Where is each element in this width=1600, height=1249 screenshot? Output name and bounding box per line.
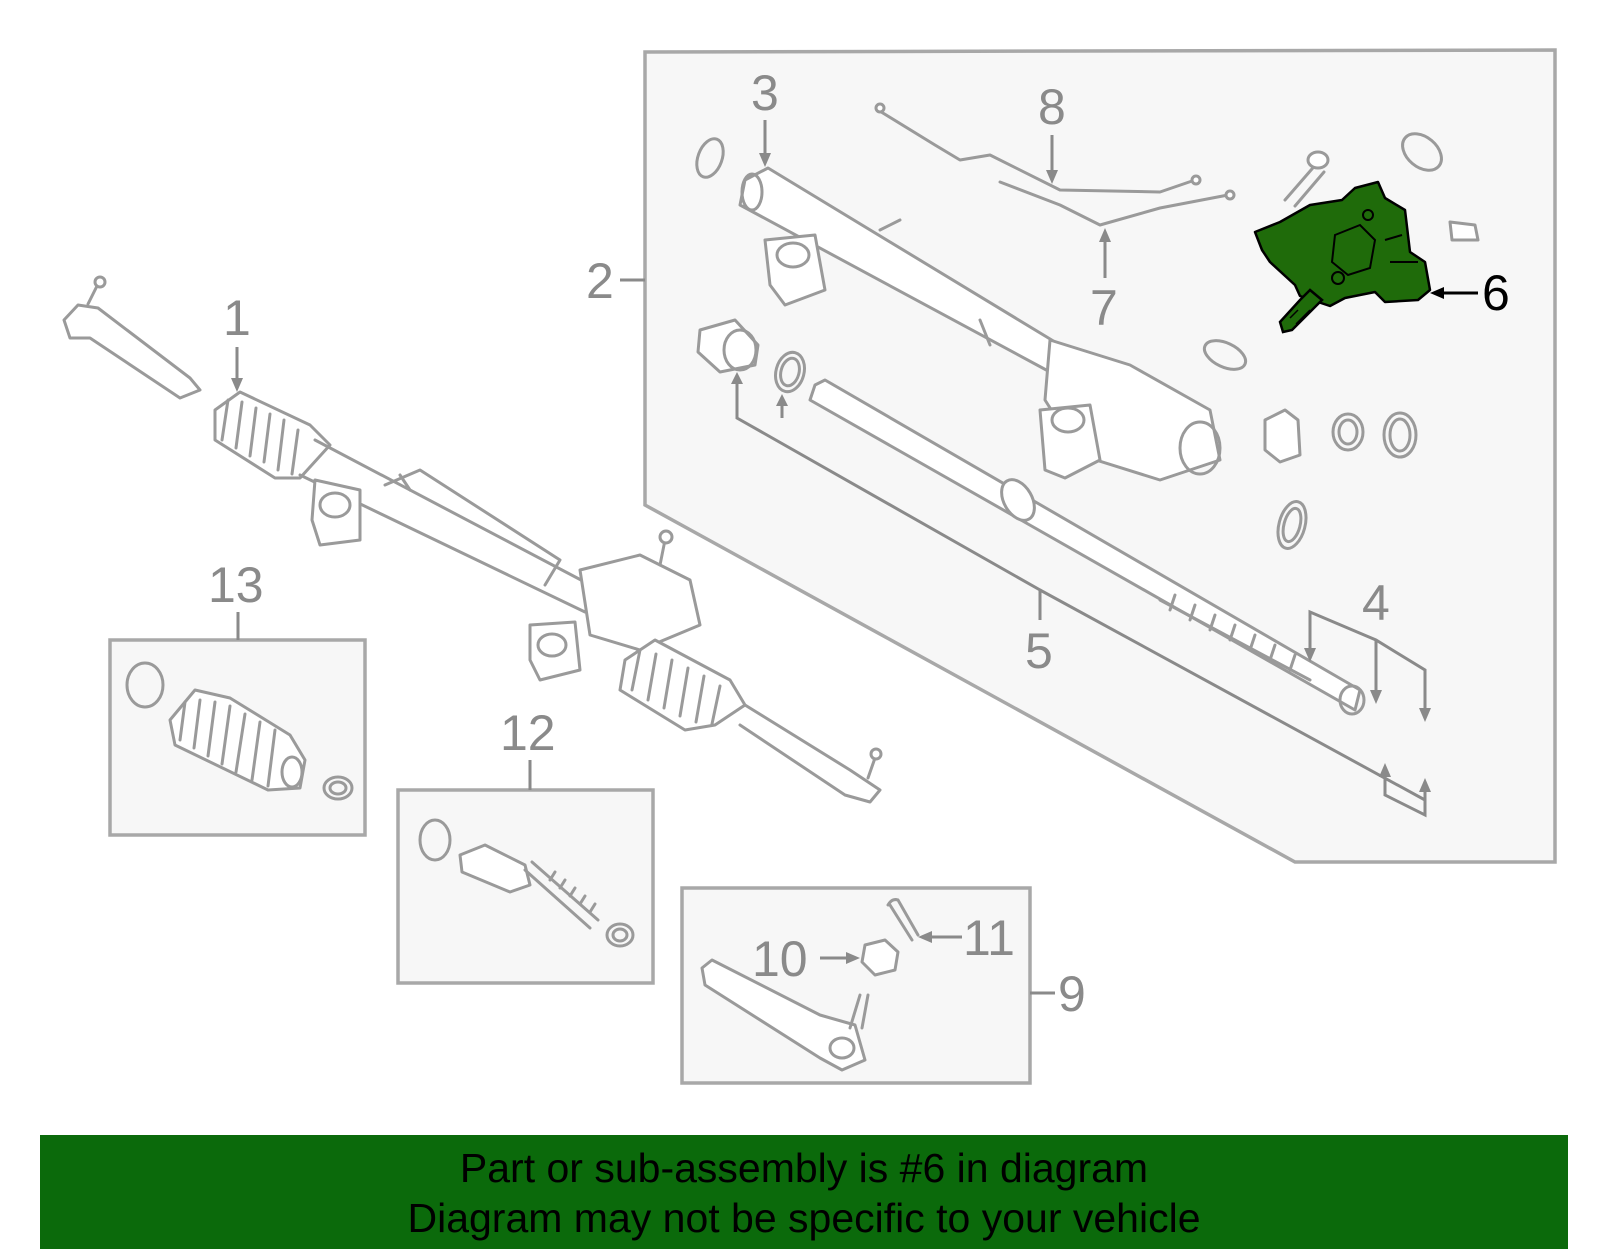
rack-bar	[808, 378, 1366, 716]
callout-1: 1	[223, 290, 251, 346]
callout-3: 3	[751, 65, 779, 121]
callout-7: 7	[1090, 280, 1118, 336]
bushings-and-seals	[696, 132, 1480, 550]
valve-pinion-assembly-highlighted	[1253, 180, 1432, 334]
hydraulic-lines	[874, 102, 1236, 227]
callout-6: 6	[1482, 265, 1510, 321]
callout-4: 4	[1362, 575, 1390, 631]
callout-labels: 1 2 3 4 5 6 7 8 9 10 11 12 13	[208, 65, 1510, 1022]
banner-line-1: Part or sub-assembly is #6 in diagram	[459, 1145, 1149, 1191]
callout-12: 12	[500, 705, 556, 761]
boot-kit	[125, 661, 354, 801]
banner-line-2: Diagram may not be specific to your vehi…	[407, 1195, 1201, 1241]
callout-9: 9	[1058, 966, 1086, 1022]
inner-tie-rod-kit	[418, 818, 635, 948]
callout-leaders	[231, 120, 1478, 995]
callout-13: 13	[208, 557, 264, 613]
callout-2: 2	[586, 253, 614, 309]
info-banner: Part or sub-assembly is #6 in diagram Di…	[40, 1135, 1568, 1249]
callout-10: 10	[752, 931, 808, 987]
outer-tie-rod-end-kit	[700, 898, 920, 1072]
callout-11: 11	[963, 910, 1015, 966]
callout-8: 8	[1038, 79, 1066, 135]
steering-rack-assembly	[62, 275, 883, 804]
rack-housing	[738, 166, 1222, 482]
callout-5: 5	[1025, 623, 1053, 679]
